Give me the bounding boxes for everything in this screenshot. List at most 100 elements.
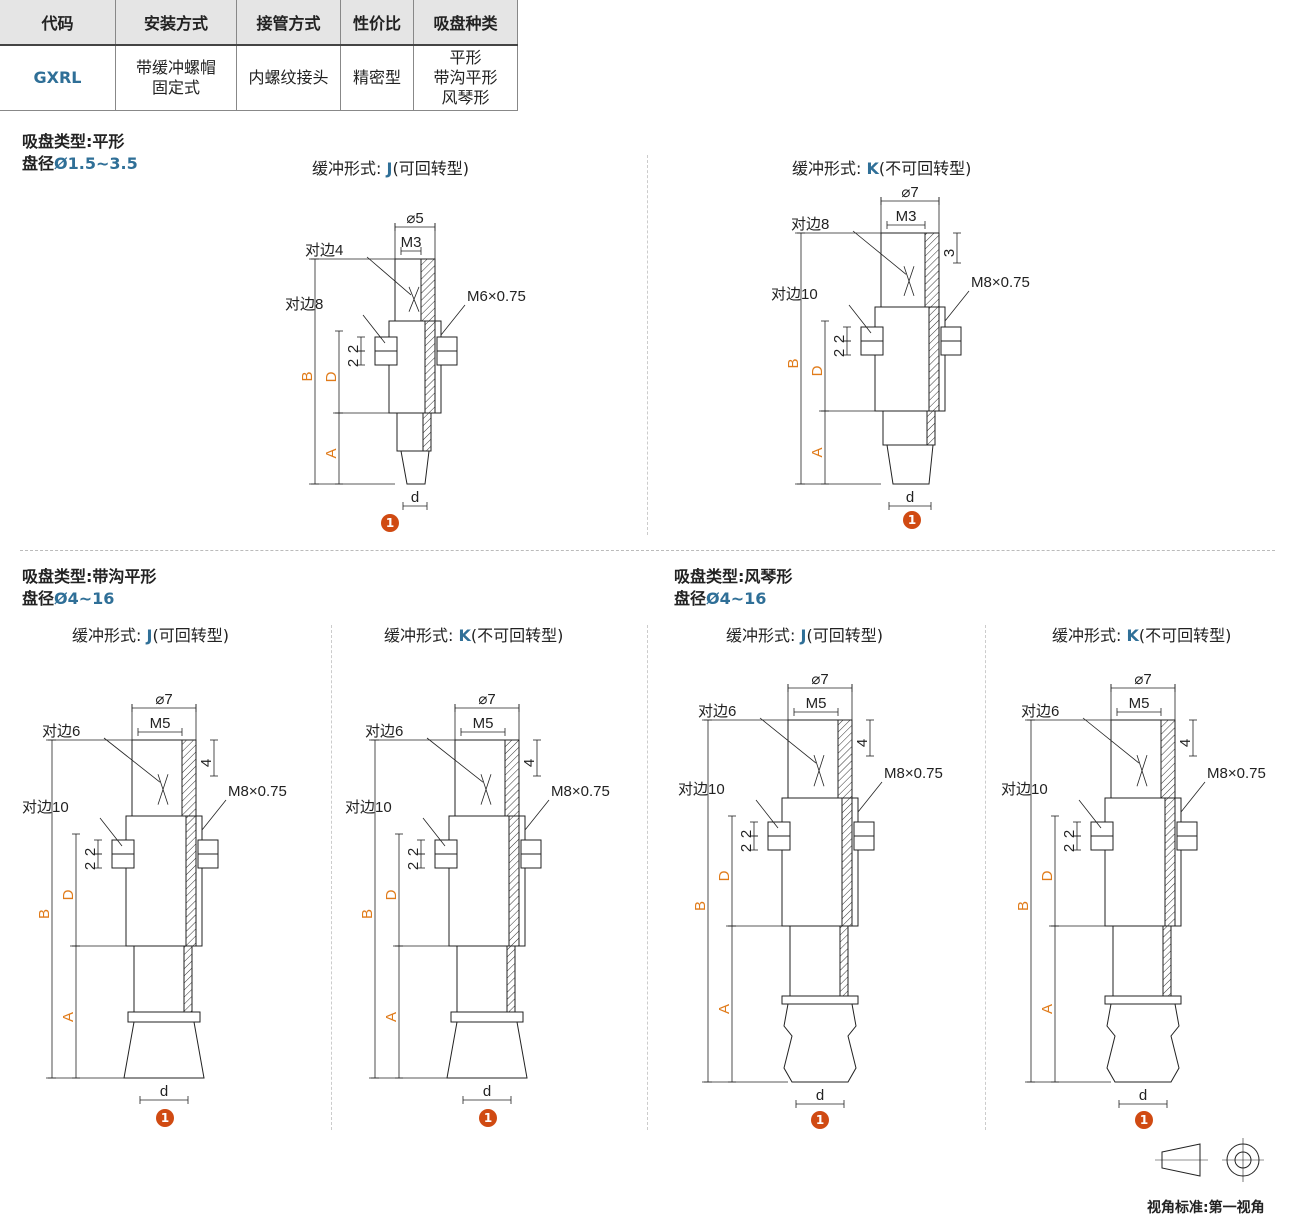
groove-j-cup-flange <box>127 1011 201 1023</box>
flat-j-stem-section <box>422 412 432 452</box>
flat-j-nut-a <box>374 336 398 352</box>
groove-k-two-b-label: 2 <box>405 862 422 870</box>
bellows-j-thread-label: M8×0.75 <box>884 765 943 782</box>
divider-bottom-left <box>331 625 332 1130</box>
header-pipe: 接管方式 <box>236 0 341 46</box>
row-divider <box>20 550 1275 551</box>
groove-j-d-label: d <box>160 1083 168 1100</box>
groove-j-rdim-label: 4 <box>198 759 215 767</box>
badge-flat-k: 1 <box>903 511 921 529</box>
flat-j-thread-label: M6×0.75 <box>467 288 526 305</box>
groove-k-A-label: A <box>383 1012 400 1022</box>
groove-j-B-label: B <box>36 909 53 919</box>
flat-k-side2-label: 对边10 <box>771 286 818 303</box>
groove-k-cup <box>446 1021 528 1079</box>
bellows-j-d-label: d <box>816 1087 824 1104</box>
caption-flat-k: 缓冲形式: K(不可回转型) <box>792 159 972 178</box>
groove-j-nut-b <box>111 853 135 869</box>
caption-flat-j: 缓冲形式: J(可回转型) <box>312 159 469 178</box>
spec-header-row: 代码 安装方式 接管方式 性价比 吸盘种类 <box>0 0 518 46</box>
bellows-j-rdim-label: 4 <box>854 739 871 747</box>
groove-k-stem-section <box>506 945 516 1013</box>
flat-j-A-label: A <box>323 448 340 458</box>
bellows-j-B-label: B <box>692 901 709 911</box>
groove-k-thread-label: M8×0.75 <box>551 783 610 800</box>
header-value: 性价比 <box>340 0 414 46</box>
flat-j-two-a-label: 2 <box>345 345 362 353</box>
bellows-k-rdim-label: 4 <box>1177 739 1194 747</box>
groove-k-m-label: M5 <box>473 715 494 732</box>
bellows-k-cup <box>1106 1003 1180 1083</box>
bellows-j-dia-label: ⌀7 <box>811 671 828 688</box>
divider-top <box>647 155 648 535</box>
flat-j-nut-c <box>436 336 458 352</box>
groove-j-x2 <box>157 774 169 805</box>
flat-j-head-section <box>420 258 436 322</box>
groove-k-dia-label: ⌀7 <box>478 691 495 708</box>
bellows-j-two-a-label: 2 <box>738 830 755 838</box>
groove-k-thread-leader <box>524 799 550 831</box>
groove-k-nut-d <box>520 853 542 869</box>
cell-cups: 平形带沟平形风琴形 <box>413 45 518 111</box>
flat-k-head-section <box>924 232 940 308</box>
groove-k-head-section <box>504 739 520 817</box>
flat-j-D-label: D <box>323 371 340 382</box>
groove-j-A-label: A <box>60 1012 77 1022</box>
flat-j-thread-leader <box>440 304 466 336</box>
groove-k-side2-leader <box>422 817 446 847</box>
groove-j-head-section <box>181 739 197 817</box>
caption-groove-j: 缓冲形式: J(可回转型) <box>72 626 229 645</box>
groove-j-side1-label: 对边6 <box>42 723 80 740</box>
bellows-j-cup-flange <box>781 995 859 1005</box>
bellows-j-nut-b <box>767 835 791 851</box>
bellows-j-side2-leader <box>755 799 779 829</box>
flat-j-x2 <box>408 286 420 312</box>
flat-k-d-label: d <box>906 489 914 506</box>
flat-k-two-b-label: 2 <box>831 349 848 357</box>
bellows-k-thread-label: M8×0.75 <box>1207 765 1266 782</box>
badge-groove-j: 1 <box>156 1109 174 1127</box>
flat-j-d-label: d <box>411 489 419 506</box>
flat-j-B-label: B <box>299 371 316 381</box>
flat-k-thread-leader <box>944 290 970 322</box>
flat-k-m-label: M3 <box>896 208 917 225</box>
groove-k-rdim-label: 4 <box>521 759 538 767</box>
groove-k-cup-flange <box>450 1011 524 1023</box>
flat-k-nut-d <box>940 340 962 356</box>
flat-k-A-label: A <box>809 447 826 457</box>
bellows-k-d-label: d <box>1139 1087 1147 1104</box>
badge-bellows-j: 1 <box>811 1111 829 1129</box>
bellows-k-side2-label: 对边10 <box>1001 781 1048 798</box>
flat-k-thread-label: M8×0.75 <box>971 274 1030 291</box>
divider-bottom-right <box>985 625 986 1130</box>
bellows-j-stem-section <box>839 925 849 997</box>
section-groove: 吸盘类型:带沟平形 盘径Ø4~16 <box>22 567 157 608</box>
bellows-j-side2-label: 对边10 <box>678 781 725 798</box>
bellows-k-nut-c <box>1176 821 1198 837</box>
groove-j-side1-leader <box>103 737 161 783</box>
flat-j-m-label: M3 <box>401 234 422 251</box>
groove-j-body-section <box>185 815 197 947</box>
bellows-j-A-label: A <box>716 1004 733 1014</box>
bellows-k-side1-leader <box>1082 717 1140 764</box>
flat-j-side2-label: 对边8 <box>285 296 323 313</box>
header-cup: 吸盘种类 <box>413 0 518 46</box>
groove-k-x2 <box>480 774 492 805</box>
bellows-j-body-section <box>841 797 853 927</box>
groove-k-nut-a <box>434 839 458 855</box>
groove-k-side1-leader <box>426 737 484 783</box>
flat-j-two-b-label: 2 <box>345 359 362 367</box>
bellows-j-D-label: D <box>716 870 733 881</box>
cell-value: 精密型 <box>340 45 414 111</box>
flat-k-x2 <box>903 266 915 297</box>
flat-k-stem-section <box>926 410 936 446</box>
flat-k-two-a-label: 2 <box>831 335 848 343</box>
flat-k-nut-c <box>940 326 962 342</box>
bellows-k-stem <box>1112 925 1172 997</box>
caption-bellows-k: 缓冲形式: K(不可回转型) <box>1052 626 1232 645</box>
groove-k-two-a-label: 2 <box>405 848 422 856</box>
bellows-k-side1-label: 对边6 <box>1021 703 1059 720</box>
groove-k-d-label: d <box>483 1083 491 1100</box>
bellows-k-two-b-label: 2 <box>1061 844 1078 852</box>
